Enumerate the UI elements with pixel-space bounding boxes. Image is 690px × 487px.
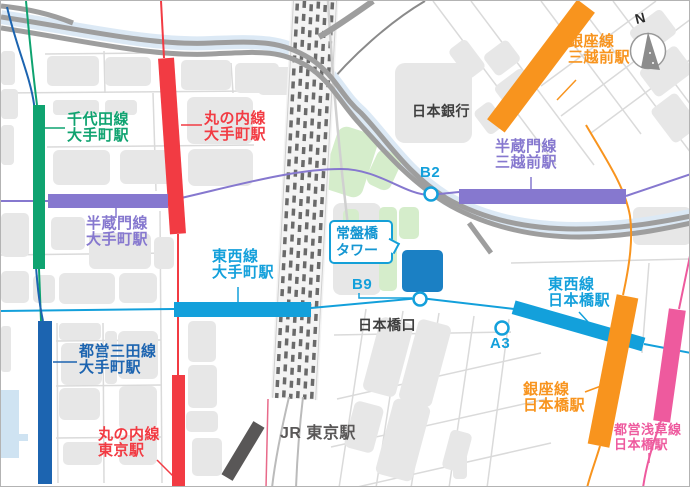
marunouchi-otemachi-bar bbox=[158, 57, 186, 235]
ginza-mitsukoshimae-bar bbox=[487, 1, 595, 133]
tozai-nihombashi-label: 東西線日本橋駅 bbox=[548, 276, 611, 309]
exit-b2-marker bbox=[423, 186, 439, 202]
hanzomon-otemachi-label: 半蔵門線大手町駅 bbox=[86, 215, 149, 248]
hanzomon-otemachi-bar bbox=[48, 194, 168, 208]
chiyoda-otemachi-bar bbox=[33, 105, 45, 269]
label-connectors bbox=[45, 79, 650, 477]
moat-water bbox=[1, 390, 19, 458]
marunouchi-tokyo-label: 丸の内線東京駅 bbox=[98, 426, 161, 459]
exit-a3-label: A3 bbox=[490, 335, 511, 352]
marunouchi-tokyo-bar bbox=[172, 375, 185, 486]
mita-otemachi-label: 都営三田線大手町駅 bbox=[79, 343, 157, 376]
hanzomon-mitsukoshimae-bar bbox=[459, 189, 626, 204]
ginza-line bbox=[585, 124, 633, 486]
mita-otemachi-bar bbox=[38, 321, 52, 484]
asakusa-nihombashi-bar bbox=[653, 308, 686, 423]
compass-needle bbox=[641, 32, 660, 70]
jr-tokyo-station-label: JR 東京駅 bbox=[280, 425, 356, 442]
tozai-otemachi-bar bbox=[174, 302, 311, 317]
tozai-otemachi-label: 東西線大手町駅 bbox=[212, 248, 275, 281]
exit-a3-marker bbox=[494, 320, 510, 336]
bank-of-japan-block bbox=[395, 63, 472, 143]
chiyoda-otemachi-label: 千代田線大手町駅 bbox=[67, 111, 130, 144]
ginza-nihombashi-bar bbox=[587, 294, 639, 448]
shinkansen-track-line bbox=[265, 398, 269, 486]
exit-b9-marker bbox=[412, 291, 428, 307]
exit-b2-label: B2 bbox=[420, 164, 441, 181]
hanzomon-mitsukoshimae-label: 半蔵門線三越前駅 bbox=[495, 138, 558, 171]
bank-of-japan-label: 日本銀行 bbox=[412, 103, 470, 119]
jr-tokyo-station-bar bbox=[221, 421, 265, 481]
ginza-nihombashi-label: 銀座線日本橋駅 bbox=[523, 381, 586, 414]
marunouchi-otemachi-label: 丸の内線大手町駅 bbox=[204, 110, 267, 143]
tokiwabashi-tower-callout: 常盤橋タワー bbox=[329, 220, 393, 264]
nihombashi-gate-label: 日本橋口 bbox=[358, 317, 416, 333]
asakusa-nihombashi-label: 都営浅草線日本橋駅 bbox=[614, 422, 682, 452]
ginza-mitsukoshimae-label: 銀座線三越前駅 bbox=[568, 33, 631, 66]
exit-markers bbox=[412, 186, 510, 336]
station-bars bbox=[33, 1, 686, 486]
expressway-roads bbox=[1, 1, 689, 255]
tokiwabashi-tower-building bbox=[402, 250, 443, 292]
asakusa-line bbox=[642, 255, 689, 486]
compass bbox=[629, 32, 667, 70]
exit-b9-label: B9 bbox=[352, 276, 373, 293]
